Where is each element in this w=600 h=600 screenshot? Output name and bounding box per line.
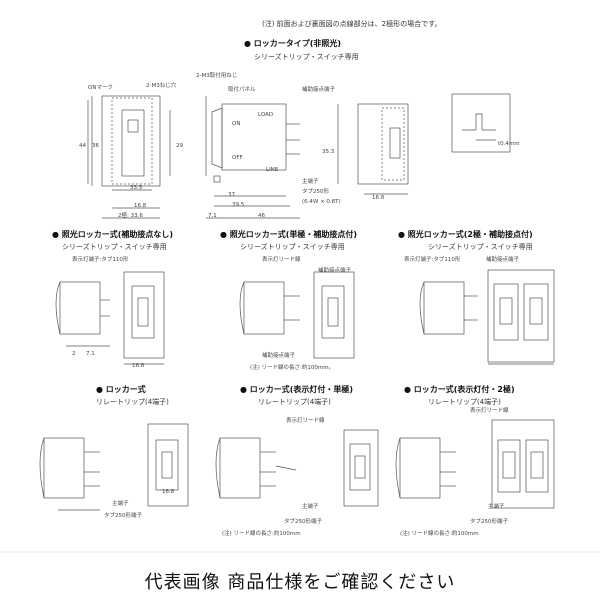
diagram-4 [419, 269, 555, 365]
section-1-subtitle: シリーズトリップ・スイッチ専用 [254, 53, 359, 61]
label-tab-250: タブ250形 [302, 189, 329, 195]
dim-46: 46 [258, 213, 265, 219]
label-aux-terminal-2: 補助接点端子 [318, 268, 352, 274]
label-on-mark: ONマーク [88, 85, 113, 91]
label-lamp-lead-6: 表示灯リード線 [286, 418, 325, 424]
back-view-1 [337, 103, 409, 195]
label-tab250-terminal-6: タブ250形端子 [284, 519, 322, 525]
label-lamp-lead: 表示灯リード線 [262, 257, 301, 263]
label-tab250-terminal-7: タブ250形端子 [470, 519, 508, 525]
diagram-5 [39, 423, 189, 511]
dim-35-3: 35.3 [322, 149, 335, 155]
dim-33-5: 33.5 [130, 185, 143, 191]
label-lamp-terminal: 表示灯端子:タブ110形 [72, 257, 129, 263]
diagram-7 [395, 419, 555, 509]
dim-2-s2: 2 [72, 351, 76, 357]
diagram-6 [215, 429, 379, 507]
dim-16-8-s2: 16.8 [132, 363, 145, 369]
label-tab-size: (6.4W × 0.8T) [302, 199, 341, 205]
section-5-title: ● ロッカー式 [96, 385, 146, 394]
label-lead-note-6: (注) リード線の長さ:約100mm [222, 531, 301, 537]
section-2-title: ● 照光ロッカー式(補助接点なし) [52, 230, 174, 239]
section-4-subtitle: シリーズトリップ・スイッチ専用 [428, 243, 533, 251]
dim-7-1-s2: 7.1 [86, 351, 95, 357]
section-3-subtitle: シリーズトリップ・スイッチ専用 [240, 243, 345, 251]
label-off: OFF [232, 155, 243, 161]
side-view-1 [205, 96, 300, 219]
section-4-title: ● 照光ロッカー式(2極・補助接点付) [398, 230, 533, 239]
section-1-title: ● ロッカータイプ(非照光) [244, 39, 342, 48]
diagram-2 [55, 271, 165, 365]
label-on: ON [232, 121, 241, 127]
dim-39-5: 39.5 [232, 202, 245, 208]
label-main-terminal-6: 主端子 [302, 504, 319, 510]
label-panel: 取付パネル [228, 87, 256, 93]
label-main-terminal-5: 主端子 [112, 501, 129, 507]
label-main-terminal-7: 主端子 [488, 504, 505, 510]
section-6-title: ● ロッカー式(表示灯付・単極) [240, 385, 354, 394]
dim-16-8: 16.8 [134, 203, 147, 209]
dim-7-1: 7.1 [208, 213, 217, 219]
tab-detail [451, 93, 511, 153]
dim-36: 36 [92, 143, 99, 149]
label-m3-screw: 2-M3ねじ穴 [146, 83, 177, 89]
label-m3-mount: 2-M3取付用ねじ [196, 73, 238, 79]
dim-44: 44 [79, 143, 86, 149]
dim-16-8-s5: 16.8 [162, 489, 175, 495]
top-note: (注) 前面および裏面図の点線部分は、2極形の場合です。 [262, 20, 442, 28]
label-tab250-terminal-5: タブ250形端子 [104, 513, 142, 519]
label-lead-note-7: (注) リード線の長さ:約100mm [400, 531, 479, 537]
front-view-1 [87, 95, 171, 219]
label-aux-terminal: 補助接点端子 [302, 87, 336, 93]
section-2-subtitle: シリーズトリップ・スイッチ専用 [62, 243, 167, 251]
label-lead-note: (注) リード線の長さ:約100mm。 [250, 365, 335, 371]
section-3-title: ● 照光ロッカー式(単極・補助接点付) [220, 230, 358, 239]
diagram-3 [239, 271, 355, 359]
footer-caption: 代表画像 商品仕様をご確認ください [144, 572, 456, 593]
label-main-terminal: 主端子 [302, 179, 319, 185]
dim-29: 29 [176, 143, 183, 149]
label-aux-terminal-4: 補助接点端子 [486, 257, 520, 263]
section-7-title: ● ロッカー式(表示灯付・2極) [404, 385, 515, 394]
dim-16-8-back: 16.8 [372, 195, 385, 201]
section-5-subtitle: リレートリップ(4端子) [96, 398, 169, 406]
dim-37: 37 [228, 192, 235, 198]
label-thickness: t0.4mm [498, 141, 520, 147]
dim-2pole: 2極: 33.6 [118, 213, 143, 219]
label-load: LOAD [258, 112, 274, 118]
label-lamp-lead-7: 表示灯リード線 [470, 408, 509, 414]
label-aux-terminal-3: 補助接点端子 [262, 353, 296, 359]
section-7-subtitle: リレートリップ(4端子) [428, 398, 501, 406]
label-lamp-terminal-2: 表示灯端子:タブ110形 [404, 257, 461, 263]
section-6-subtitle: リレートリップ(4端子) [258, 398, 331, 406]
